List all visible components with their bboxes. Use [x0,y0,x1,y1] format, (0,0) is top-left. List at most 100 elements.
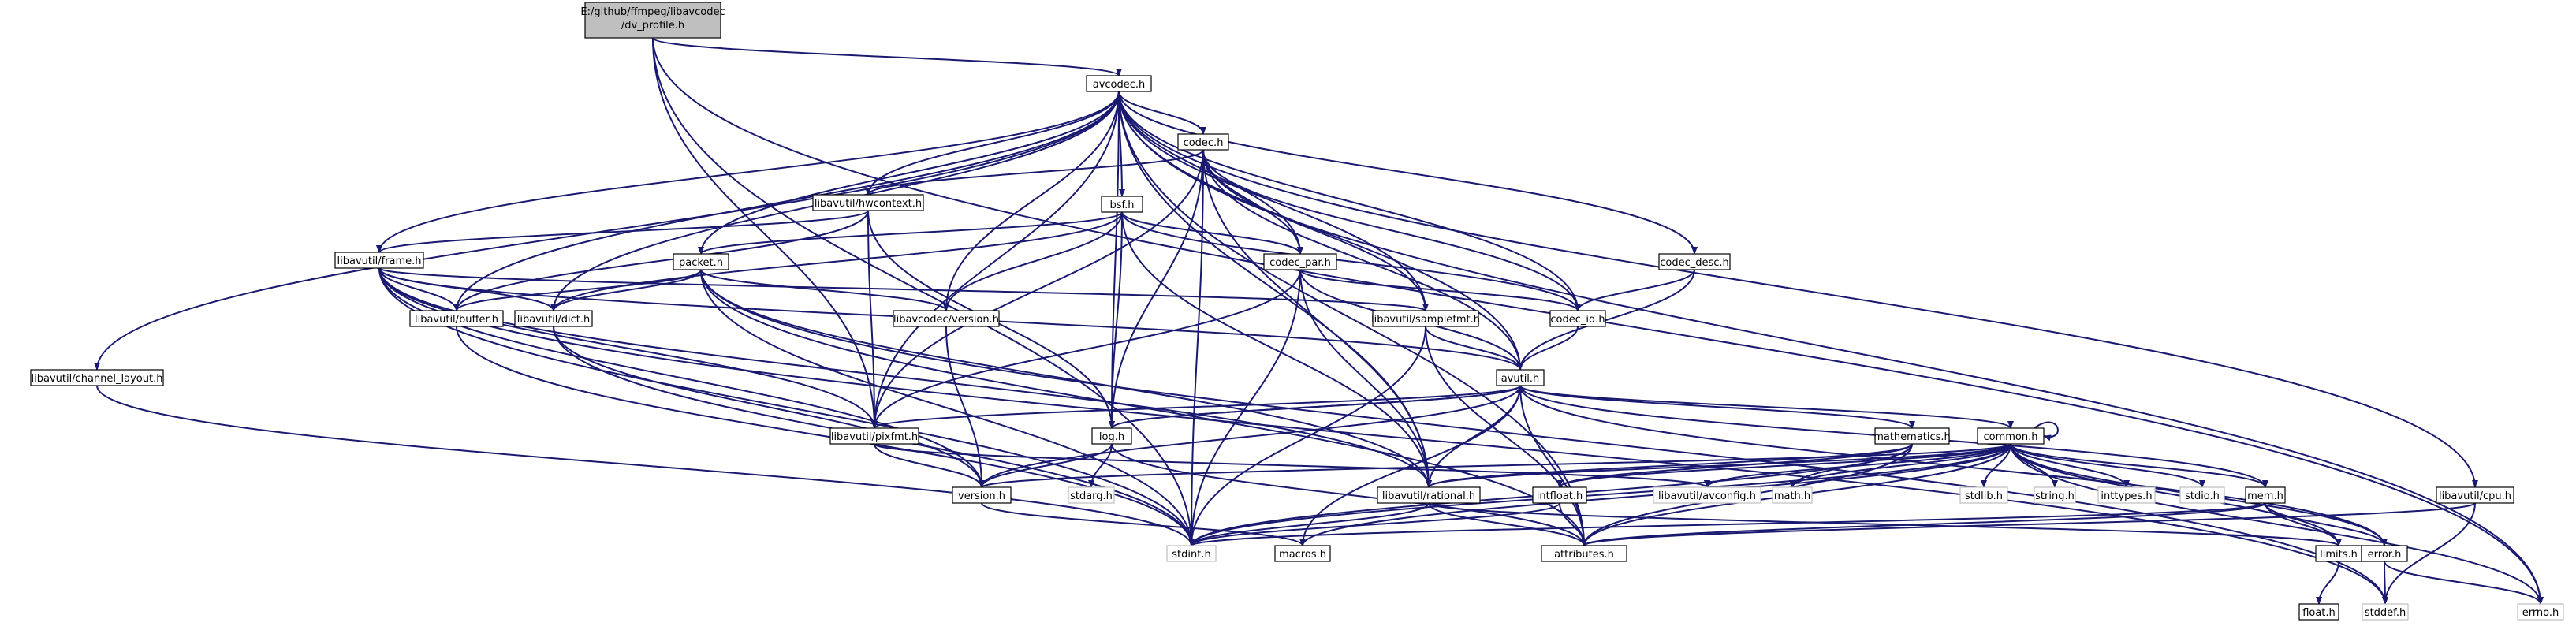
edge-rational-to-stdint [1188,502,1430,546]
node-packet[interactable]: packet.h [673,253,729,270]
edge-packet-to-rational [700,269,1432,488]
node-label: libavutil/frame.h [337,255,422,267]
node-attributes[interactable]: attributes.h [1541,545,1627,562]
node-frame[interactable]: libavutil/frame.h [334,252,424,269]
edge-packet-to-dict [550,269,702,311]
node-dict[interactable]: libavutil/dict.h [514,310,593,327]
node-pixfmt[interactable]: libavutil/pixfmt.h [829,427,919,445]
edge-common-to-mem [2010,443,2268,488]
node-intfloat[interactable]: intfloat.h [1532,486,1587,504]
edge-codec-to-avutil [1202,149,1523,371]
node-label: version.h [958,490,1005,502]
node-stddef[interactable]: stddef.h [2362,603,2409,621]
node-label: limits.h [2320,549,2358,561]
edge-avcodec-to-log [1109,91,1120,429]
edge-codec_par-to-rational [1299,269,1432,488]
node-box [1658,253,1731,270]
edge-avcodec-to-hwcontext [865,91,1120,196]
node-label: libavcodec/version.h [893,314,999,326]
node-error[interactable]: error.h [2361,545,2408,562]
node-log[interactable]: log.h [1091,427,1132,445]
node-box [1532,486,1587,504]
node-label: codec_par.h [1269,257,1331,269]
node-label: bsf.h [1109,199,1134,211]
edge-log-to-stdarg [1088,443,1113,488]
node-version[interactable]: version.h [952,486,1012,504]
node-limits[interactable]: limits.h [2315,545,2362,562]
node-label: libavutil/hwcontext.h [815,198,922,210]
node-stdarg[interactable]: stdarg.h [1068,486,1115,504]
node-inttypes[interactable]: inttypes.h [2097,486,2156,504]
edge-codec-to-codec_id [1202,149,1581,311]
edge-error-to-errno [2384,561,2544,605]
edge-avcodec-to-codec [1118,91,1206,135]
node-errno[interactable]: errno.h [2517,603,2564,621]
edge-frame-to-pixfmt [378,267,878,429]
node-math[interactable]: math.h [1772,486,1813,504]
node-rational[interactable]: libavutil/rational.h [1377,486,1481,504]
node-label: mem.h [2247,490,2283,502]
edge-avutil-to-pixfmt [871,385,1521,429]
node-common[interactable]: common.h [1977,427,2045,445]
node-avcodec[interactable]: avcodec.h [1086,75,1152,92]
node-codec[interactable]: codec.h [1177,133,1229,151]
edge-frame-to-version [378,267,985,488]
node-label: libavutil/avconfig.h [1658,490,1756,502]
node-lavc_version[interactable]: libavcodec/version.h [893,310,1000,327]
node-samplefmt[interactable]: libavutil/samplefmt.h [1371,310,1480,327]
node-macros[interactable]: macros.h [1274,545,1331,562]
edge-mem-to-attributes [1581,502,2266,546]
node-stdlib[interactable]: stdlib.h [1959,486,2008,504]
node-box [1496,369,1545,386]
edge-bsf-to-rational [1121,211,1432,488]
node-cpu[interactable]: libavutil/cpu.h [2436,486,2514,504]
node-mathematics[interactable]: mathematics.h [1873,427,1951,445]
node-box [1549,310,1606,327]
edge-avcodec-to-chlayout [94,91,1120,371]
edge-root-to-pixfmt [652,37,878,429]
node-bsf[interactable]: bsf.h [1101,196,1143,213]
node-label: string.h [2035,490,2075,502]
edge-samplefmt-to-avutil [1425,326,1523,371]
node-box [2298,603,2339,621]
node-stdint[interactable]: stdint.h [1166,545,1217,562]
node-avconfig[interactable]: libavutil/avconfig.h [1653,486,1761,504]
node-box [812,194,924,211]
node-stdio[interactable]: stdio.h [2179,486,2225,504]
node-box [673,253,729,270]
node-box [1874,427,1950,445]
node-label: libavutil/channel_layout.h [32,373,163,385]
edge-common-to-common [2034,421,2059,442]
node-buffer[interactable]: libavutil/buffer.h [409,310,504,327]
node-root[interactable]: E:/github/ffmpeg/libavcodec/dv_profile.h [580,2,725,39]
node-string[interactable]: string.h [2034,486,2076,504]
node-box [2179,486,2225,504]
node-chlayout[interactable]: libavutil/channel_layout.h [30,369,164,386]
node-label: libavutil/rational.h [1382,490,1475,502]
edge-hwcontext-to-frame [376,210,869,253]
edge-hwcontext-to-buffer [453,210,869,311]
node-box [2436,486,2514,504]
node-hwcontext[interactable]: libavutil/hwcontext.h [812,194,924,211]
edge-mem-to-stdint [1188,502,2266,546]
node-label: log.h [1099,431,1124,443]
edge-common-to-inttypes [2010,443,2130,488]
node-float[interactable]: float.h [2298,603,2339,621]
node-box [2517,603,2564,621]
node-avutil[interactable]: avutil.h [1496,369,1545,386]
edge-frame-to-samplefmt [378,267,1429,311]
node-codec_par[interactable]: codec_par.h [1263,253,1337,270]
node-box [1377,486,1481,504]
node-label: errno.h [2522,607,2559,619]
edge-avcodec-to-avutil [1118,91,1523,371]
node-codec_id[interactable]: codec_id.h [1549,310,1606,327]
edge-packet-to-lavc_version [700,269,949,311]
node-mem[interactable]: mem.h [2245,486,2286,504]
edge-avutil-to-version [979,385,1521,488]
node-label: float.h [2302,607,2336,619]
edge-avcodec-to-samplefmt [1118,91,1429,311]
edge-common-to-errno [2010,443,2544,605]
edge-common-to-avconfig [1704,443,2011,488]
node-codec_desc[interactable]: codec_desc.h [1658,253,1731,270]
